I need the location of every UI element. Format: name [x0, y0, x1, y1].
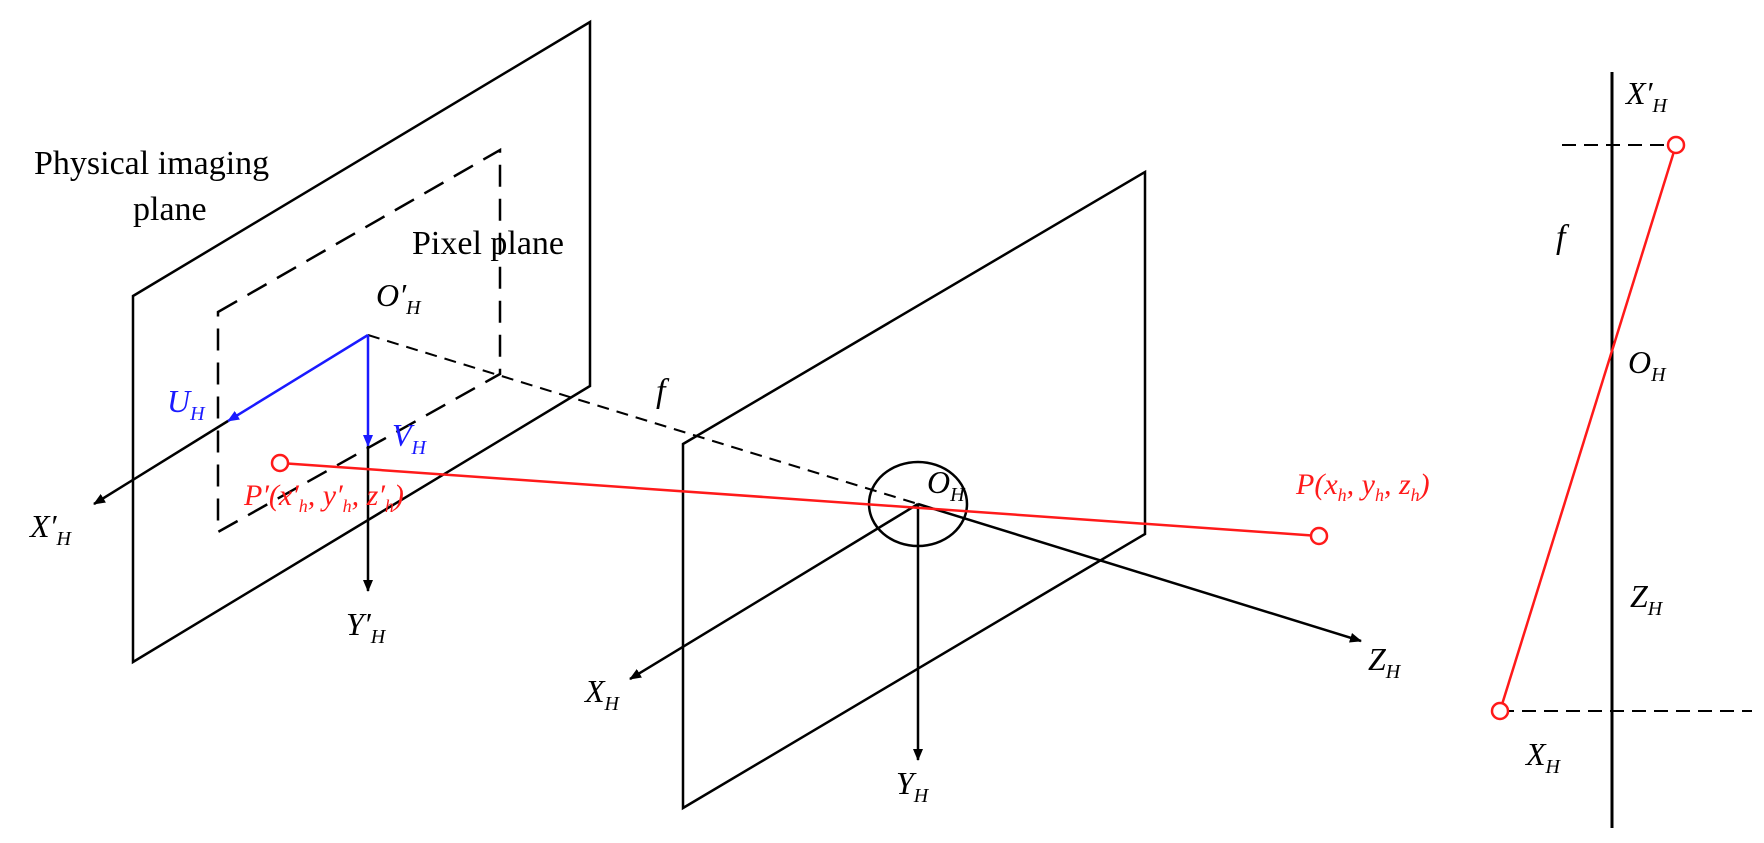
physical-plane-label-line2: plane: [133, 191, 207, 228]
o-h-label: OH: [927, 464, 966, 506]
y-h-label: YH: [896, 765, 930, 807]
p-point-label: P(xh, yh, zh): [1295, 468, 1430, 505]
side-f-label: f: [1556, 219, 1570, 256]
o-prime-h-label: O′H: [376, 277, 422, 319]
f-label: f: [656, 373, 670, 410]
projection-ray: [279, 461, 1320, 538]
x-h-axis: [629, 502, 919, 681]
z-h-axis: [917, 502, 1362, 643]
p-point-marker: [1309, 526, 1329, 546]
side-z-h-label: ZH: [1630, 578, 1664, 620]
pixel-plane: [216, 147, 502, 535]
y-prime-h-label: Y′H: [346, 606, 387, 648]
physical-imaging-plane: [131, 19, 592, 665]
side-x-prime-h-label: X′H: [1624, 75, 1669, 117]
side-x-h-label: XH: [1524, 736, 1562, 778]
physical-plane-label-line1: Physical imaging: [34, 145, 269, 182]
side-o-h-label: OH: [1628, 344, 1667, 386]
u-h-label: UH: [167, 383, 206, 425]
pixel-plane-label: Pixel plane: [412, 225, 564, 262]
z-h-label: ZH: [1368, 641, 1402, 683]
side-image-point-marker: [1666, 135, 1686, 155]
p-prime-point-label: P′(x′h, y′h, z′h): [243, 479, 404, 516]
side-projection-ray: [1498, 144, 1678, 712]
side-object-point-marker: [1490, 701, 1510, 721]
u-h-axis: [227, 333, 369, 423]
p-prime-point-marker: [270, 453, 290, 473]
v-h-label: VH: [392, 417, 428, 459]
camera-plane: [681, 169, 1147, 811]
focal-length-line: [367, 334, 919, 505]
x-prime-h-label: X′H: [28, 508, 73, 550]
x-prime-h-axis: [93, 419, 229, 506]
x-h-label: XH: [583, 673, 621, 715]
